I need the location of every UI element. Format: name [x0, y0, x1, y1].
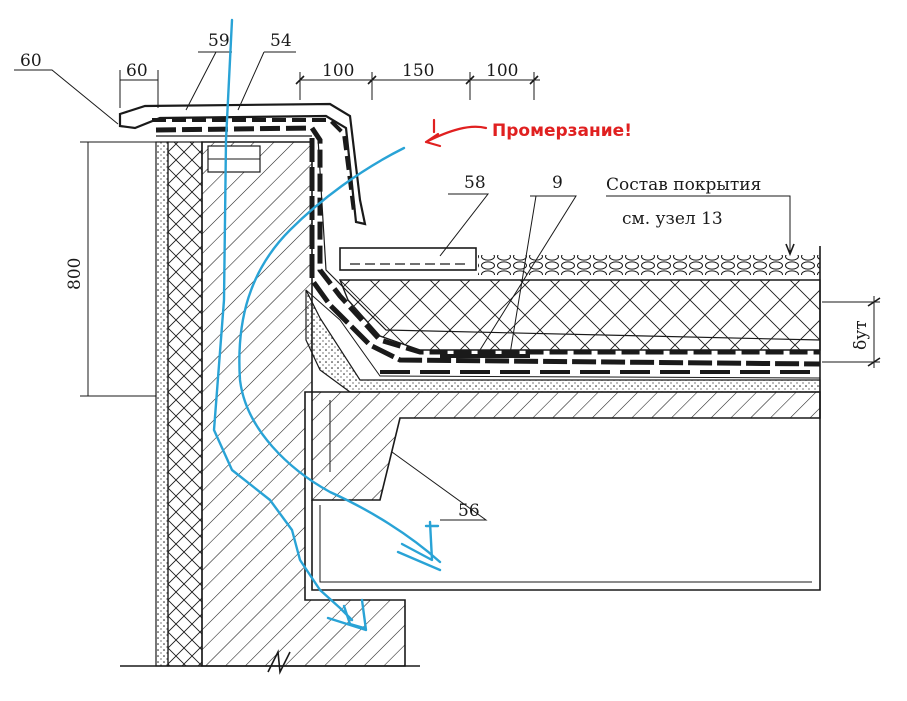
roof-buildup: [305, 246, 821, 591]
gravel-ballast: [478, 255, 820, 275]
callout-58: 58: [464, 173, 486, 193]
roof-insulation: [338, 279, 821, 351]
leader-lines: [14, 51, 795, 521]
roof-slab: [311, 391, 821, 501]
dimension-lines: [80, 70, 881, 397]
break-symbol: [267, 649, 291, 675]
wall-insulation-layer: [167, 141, 203, 667]
callout-54: 54: [270, 31, 292, 51]
callout-9: 9: [552, 173, 563, 193]
freezing-annotation: Промерзание!: [424, 118, 632, 148]
parapet-wall: [120, 141, 420, 675]
composition-note-line1: Состав покрытия: [606, 175, 761, 195]
outer-render-layer: [155, 141, 169, 667]
dimension-150: 150: [402, 61, 434, 81]
callout-56: 56: [458, 501, 480, 521]
callout-59: 59: [208, 31, 230, 51]
dimension-100-left: 100: [322, 61, 354, 81]
composition-note-line2: см. узел 13: [622, 209, 723, 229]
dimension-60: 60: [126, 61, 148, 81]
freezing-warning-text: Промерзание!: [492, 121, 632, 141]
insulation-thickness-label: δут: [851, 320, 871, 350]
dimension-100-right: 100: [486, 61, 518, 81]
ceiling-line: [311, 246, 821, 591]
heat-flow-sketch: [212, 18, 442, 632]
callout-60: 60: [20, 51, 42, 71]
paving-slab-58: [339, 247, 477, 271]
warning-arrow: [424, 118, 488, 148]
coping-flashing: [118, 102, 367, 226]
dimension-800: 800: [65, 258, 85, 290]
